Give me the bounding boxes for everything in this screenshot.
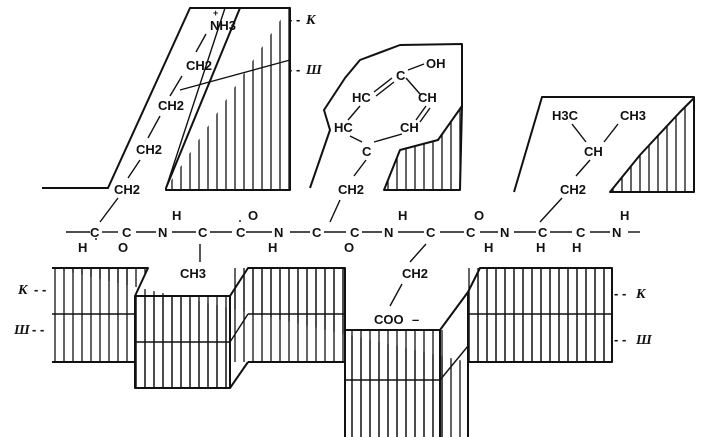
tyr-ch2: CH2 [338, 182, 364, 197]
atom-n1: N [158, 225, 167, 240]
label-sh-right: Ш [635, 333, 653, 348]
atom-above-5: H [620, 208, 629, 223]
lys-ch2-3: CH2 [158, 98, 184, 113]
atom-n4: N [500, 225, 509, 240]
atom-c9: C [538, 225, 548, 240]
dash-sh-top: - - [288, 62, 300, 77]
atom-above-3: H [398, 208, 407, 223]
label-k-right: К [635, 287, 647, 302]
atom-below-1: H [78, 240, 87, 255]
leucine-surface [513, 96, 695, 193]
leu-h3c: H3C [552, 108, 579, 123]
atom-c8: C [466, 225, 476, 240]
atom-below-7: H [536, 240, 545, 255]
tyr-ch-right-2: CH [400, 120, 419, 135]
backbone-atoms: C C N C C N C C N C C N C C N H O H O H … [78, 208, 629, 255]
lysine-surface [42, 6, 291, 191]
tyr-hc-eq: HC [352, 90, 371, 105]
leu-ch: CH [584, 144, 603, 159]
lys-ch2-2: CH2 [136, 142, 162, 157]
atom-c2: C [122, 225, 132, 240]
tyr-oh: OH [426, 56, 446, 71]
leucine-side-chain: CH2 CH H3C CH3 [539, 108, 646, 223]
lys-ch2-1: CH2 [114, 182, 140, 197]
atom-c3: C [198, 225, 208, 240]
lys-nh3: NH3 [210, 18, 236, 33]
atom-below-2: O [118, 240, 128, 255]
atom-n2: N [274, 225, 283, 240]
atom-above-2: O [248, 208, 258, 223]
dash-k-right: - - [614, 286, 626, 301]
label-sh-top: Ш [305, 63, 323, 78]
tyr-c-top: C [396, 68, 406, 83]
label-sh-left: Ш [13, 323, 31, 338]
lys-ch2-4: CH2 [186, 58, 212, 73]
alanine-side-chain: CH3 [180, 244, 206, 281]
tyr-c-bottom: C [362, 144, 372, 159]
asp-minus: – [412, 312, 419, 327]
aspartate-side-chain: CH2 COO – [374, 243, 428, 327]
atom-c7: C [426, 225, 436, 240]
dash-sh-right: - - [614, 332, 626, 347]
atom-above-4: O [474, 208, 484, 223]
atom-c1: C [90, 225, 100, 240]
atom-below-3: H [268, 240, 277, 255]
dash-sh-left: - - [32, 322, 44, 337]
lysine-side-chain: CH2 CH2 CH2 CH2 NH3 + [99, 8, 236, 223]
atom-below-5: H [484, 240, 493, 255]
asp-coo: COO [374, 312, 404, 327]
atom-below-4: O [344, 240, 354, 255]
tyrosine-side-chain: CH2 C HC HC C CH CH OH [329, 56, 446, 223]
atom-c10: C [576, 225, 586, 240]
dash-k-left: - - [34, 282, 46, 297]
backbone-bonds [66, 220, 640, 240]
asp-ch2: CH2 [402, 266, 428, 281]
label-k-left: К [17, 283, 29, 298]
atom-n5: N [612, 225, 621, 240]
atom-c6: C [350, 225, 360, 240]
leu-ch3: CH3 [620, 108, 646, 123]
label-k-top: К [305, 13, 317, 28]
atom-below-8: H [572, 240, 581, 255]
tyrosine-surface [309, 43, 463, 191]
dash-k-top: - - [288, 12, 300, 27]
atom-c5: C [312, 225, 322, 240]
atom-above-1: H [172, 208, 181, 223]
lower-surface [52, 267, 613, 437]
atom-n3: N [384, 225, 393, 240]
tyr-hc-left: HC [334, 120, 353, 135]
ala-ch3: CH3 [180, 266, 206, 281]
tyr-ch-right: CH [418, 90, 437, 105]
lys-charge: + [213, 8, 218, 18]
atom-c4: C [236, 225, 246, 240]
leu-ch2: CH2 [560, 182, 586, 197]
side-labels: - - К - - Ш К - - Ш - - - - К - - Ш [13, 12, 653, 348]
